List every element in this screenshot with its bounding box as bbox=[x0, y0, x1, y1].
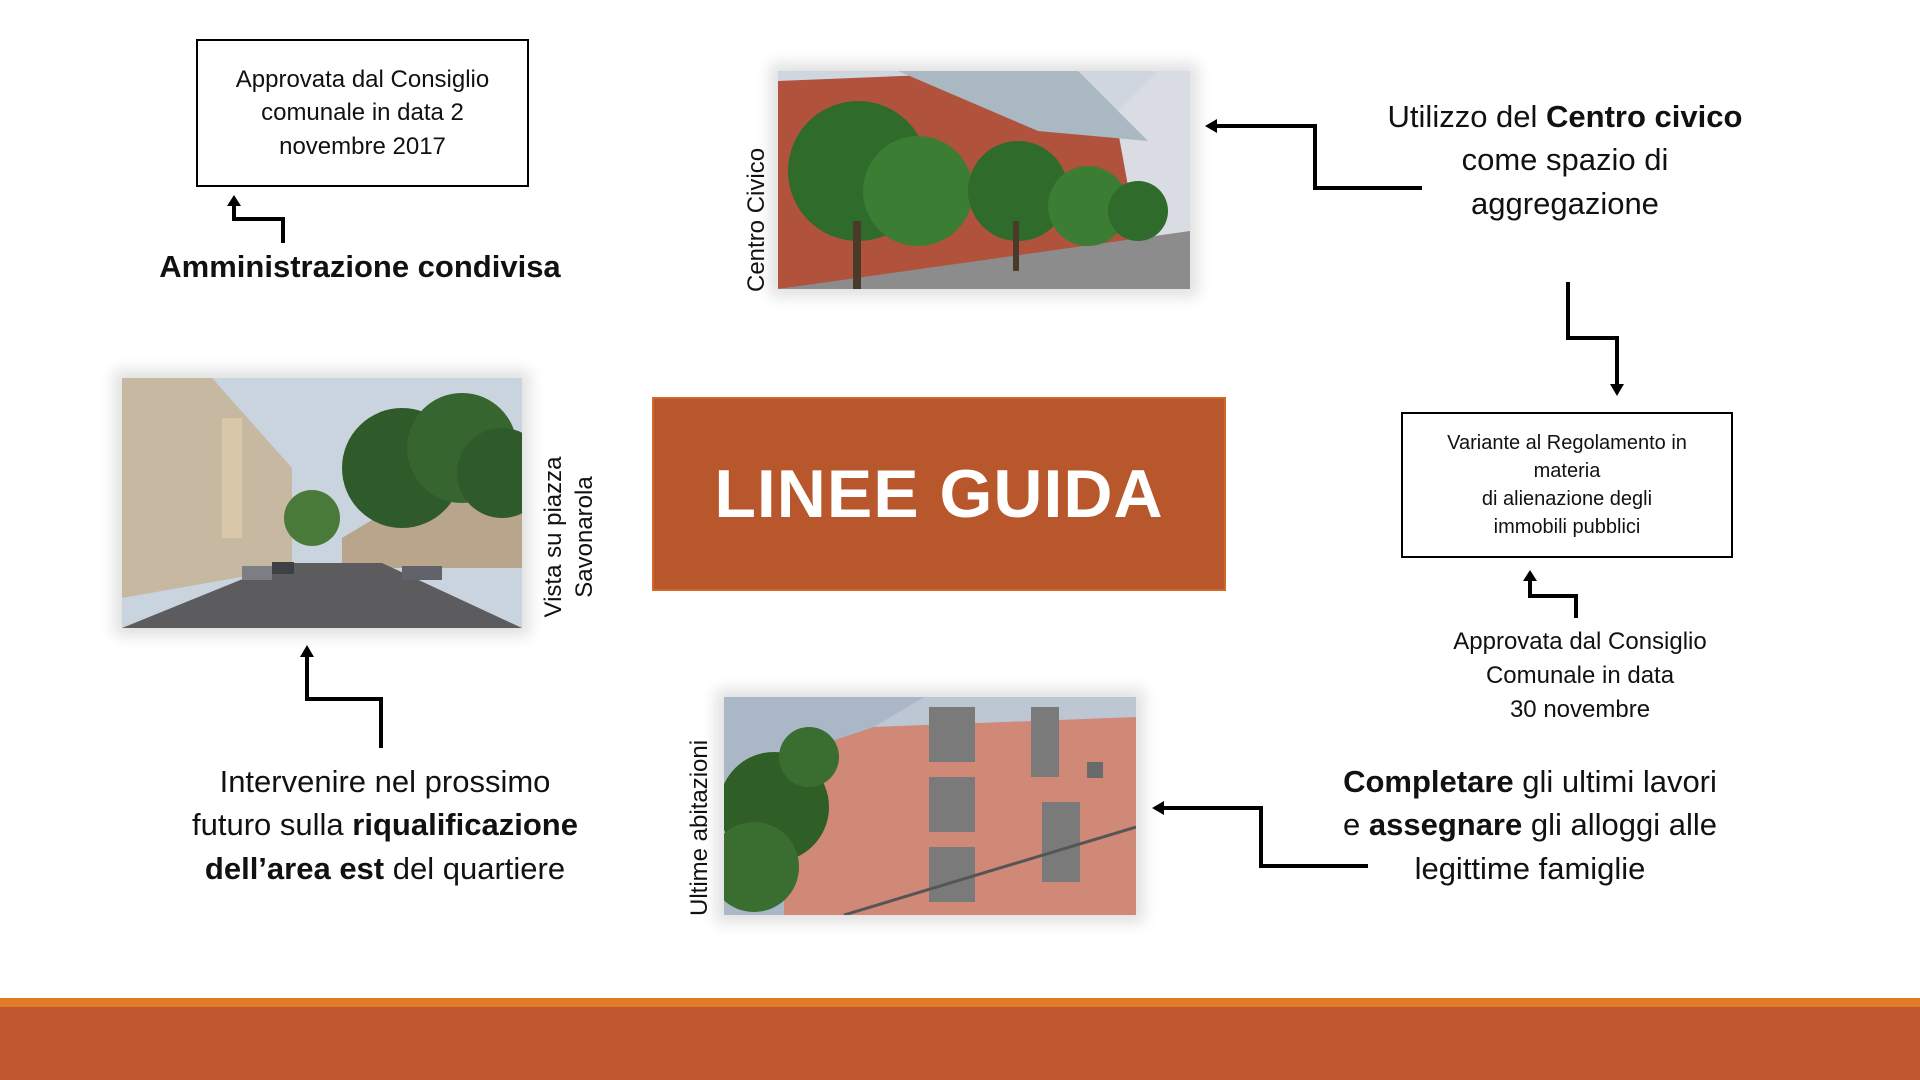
footer-accent-line bbox=[0, 998, 1920, 1007]
arrow-left-abitazioni bbox=[1152, 801, 1368, 868]
riqualificazione-statement: Intervenire nel prossimo futuro sulla ri… bbox=[192, 764, 578, 886]
variante-box: Variante al Regolamento in materia di al… bbox=[1401, 412, 1733, 558]
completare-statement: Completare gli ultimi lavori e assegnare… bbox=[1343, 764, 1717, 886]
savonarola-caption: Vista su piazza Savonarola bbox=[540, 456, 599, 618]
approval-box-amministrazione: Approvata dal Consiglio comunale in data… bbox=[196, 39, 529, 187]
title-block: LINEE GUIDA bbox=[652, 397, 1226, 591]
approval-text: Approvata dal Consiglio comunale in data… bbox=[235, 65, 490, 160]
arrow-up-riqualificazione bbox=[300, 645, 383, 748]
ultime-abitazioni-caption: Ultime abitazioni bbox=[686, 739, 713, 916]
centro-civico-caption: Centro Civico bbox=[743, 147, 770, 292]
arrow-left-centro-civico bbox=[1205, 119, 1422, 190]
arrow-up-amministrazione bbox=[227, 195, 285, 243]
page-title: LINEE GUIDA bbox=[714, 456, 1164, 532]
footer-band bbox=[0, 1007, 1920, 1080]
photo-piazza-savonarola bbox=[122, 378, 522, 628]
photo-ultime-abitazioni bbox=[724, 697, 1136, 915]
arrow-up-variante bbox=[1523, 570, 1578, 618]
photo-centro-civico bbox=[778, 71, 1190, 289]
arrow-down-variante bbox=[1566, 282, 1624, 396]
amministrazione-condivisa-label: Amministrazione condivisa bbox=[159, 249, 561, 284]
centro-civico-statement: Utilizzo del Centro civico come spazio d… bbox=[1387, 99, 1743, 221]
variante-approval-note: Approvata dal Consiglio Comunale in data… bbox=[1453, 628, 1707, 724]
variante-text: Variante al Regolamento in materia di al… bbox=[1447, 432, 1687, 538]
